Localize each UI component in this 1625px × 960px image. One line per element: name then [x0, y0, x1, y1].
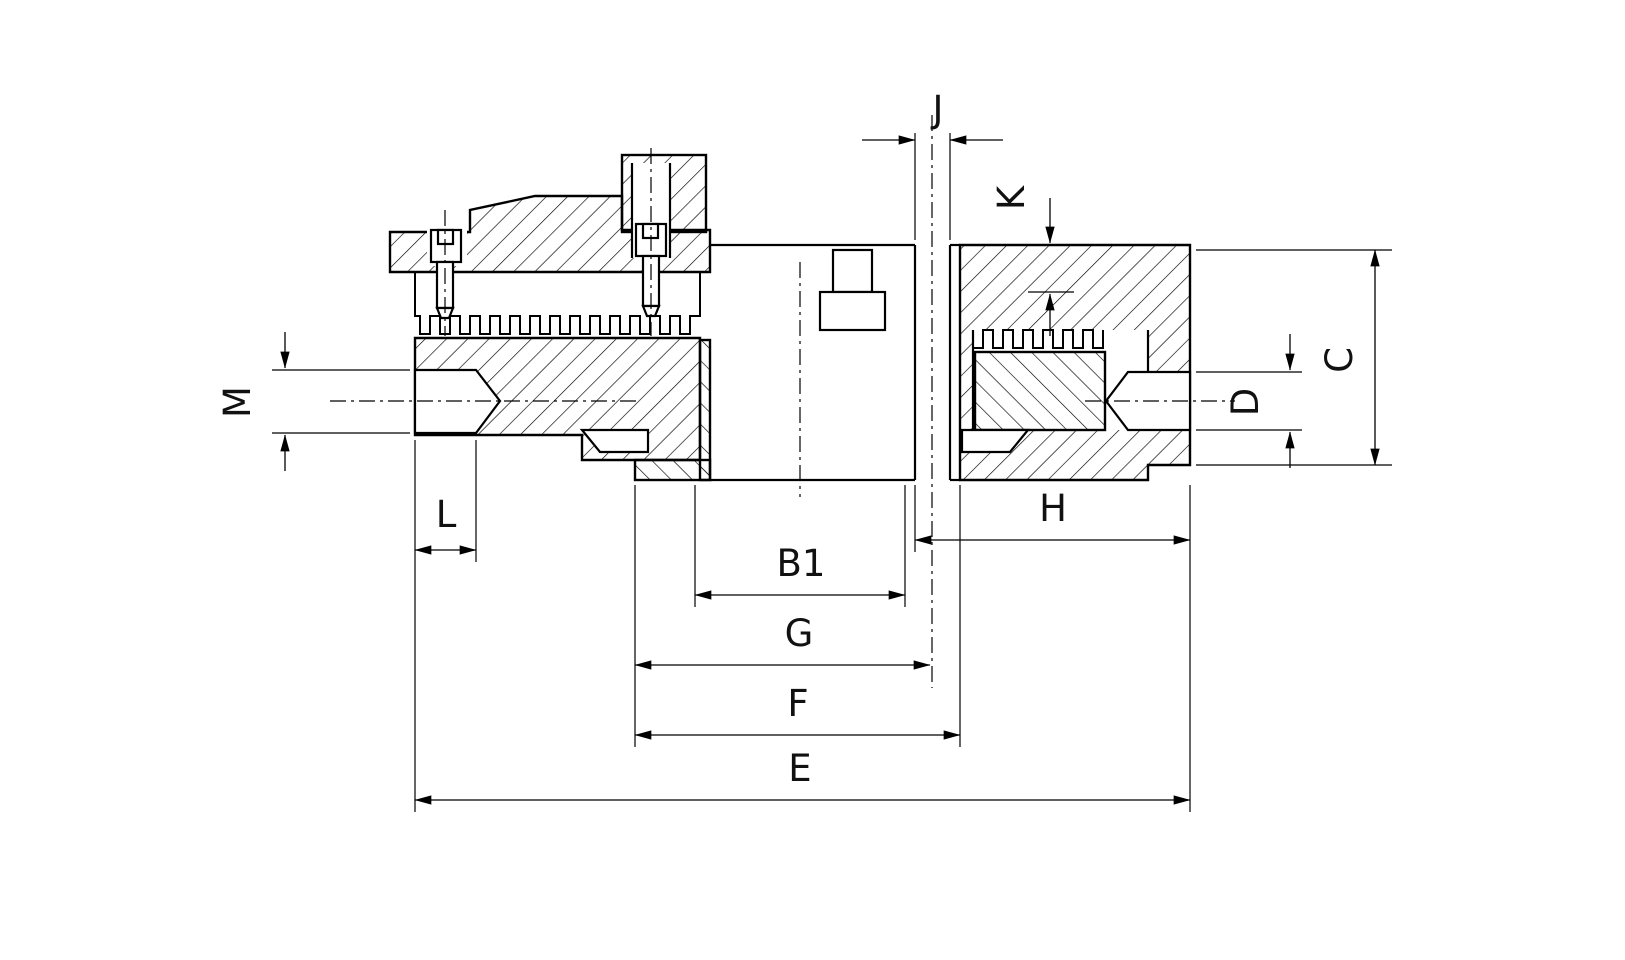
dimension-label-H: H [1039, 487, 1067, 530]
dimension-annotations: J K C D M [216, 88, 1392, 812]
centrelines [330, 115, 1235, 688]
dimension-L: L [414, 440, 477, 812]
dimension-C: C [1196, 249, 1392, 466]
dimension-label-F: F [787, 682, 808, 725]
dimension-label-B1: B1 [777, 542, 826, 585]
key-stem [831, 248, 874, 294]
dimension-label-D: D [1224, 388, 1267, 417]
dimension-label-J: J [931, 88, 944, 131]
guide-notch-left [579, 428, 650, 454]
screw-tip [641, 304, 661, 318]
dimension-J: J [862, 88, 1003, 240]
left-jaw-assembly [388, 153, 712, 482]
key-base [818, 290, 887, 332]
dimension-B1: B1 [694, 485, 906, 607]
guide-notch-right [960, 428, 1031, 454]
jaw-nut [973, 350, 1107, 432]
dimension-H: H [914, 485, 1191, 552]
serration-band [414, 271, 701, 335]
dimension-label-E: E [788, 747, 811, 790]
dimension-K: K [990, 184, 1074, 336]
right-body-block [958, 243, 1192, 482]
body-flange [633, 458, 712, 482]
dimension-D: D [1196, 334, 1302, 468]
serration-right [972, 329, 1104, 349]
dimension-E: E [414, 485, 1191, 812]
dimension-label-C: C [1318, 347, 1361, 373]
dimension-label-M: M [216, 386, 259, 418]
dimension-F: F [634, 485, 961, 747]
dimension-label-G: G [785, 612, 814, 655]
chuck-body-centre [710, 243, 960, 482]
chuck-section-view [330, 115, 1235, 688]
dimension-label-L: L [436, 493, 457, 536]
dimension-label-K: K [990, 184, 1033, 210]
dimension-G: G [634, 485, 931, 747]
dimension-M: M [216, 332, 410, 471]
